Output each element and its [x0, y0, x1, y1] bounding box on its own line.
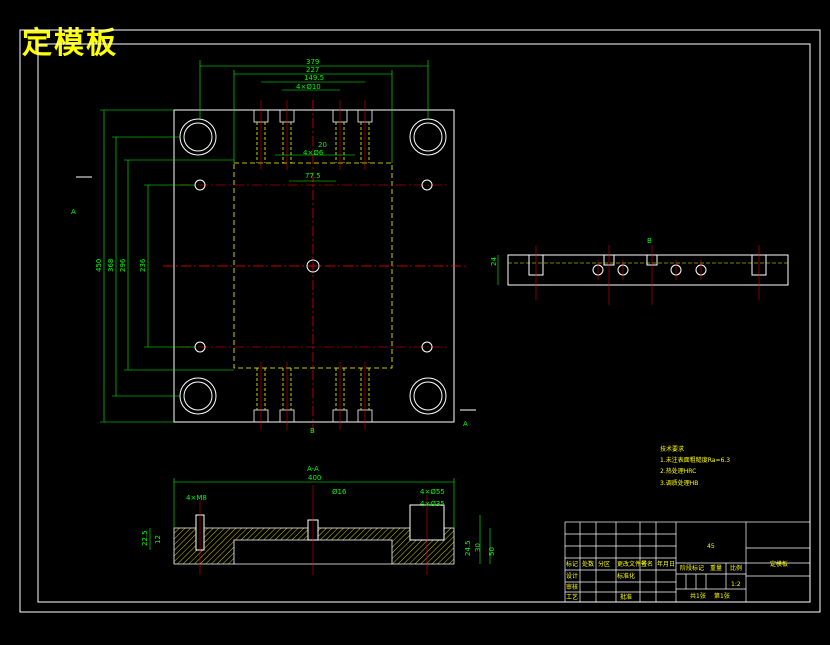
section-mark-b-bottom: B	[310, 427, 315, 435]
dim-149-5: 149.5	[304, 74, 324, 82]
dim-holes-10: 4×Ø10	[296, 83, 321, 91]
tb-label: 阶段标记	[680, 564, 704, 572]
section-mark-a-left: A	[71, 208, 76, 216]
side-view: 24 B	[490, 237, 789, 305]
tb-label: 工艺	[566, 593, 578, 601]
tb-label: 比例	[730, 564, 742, 572]
guide-hole-tl	[179, 118, 217, 156]
tb-label: 标记	[566, 560, 578, 568]
tb-label: 年月日	[657, 560, 675, 568]
technical-notes: 技术要求 1.未注表面粗糙度Ra=6.3 2.热处理HRC 3.调质处理HB	[660, 445, 730, 487]
dim-22-5: 22.5	[141, 530, 149, 546]
dim-24-5: 24.5	[464, 540, 472, 556]
tb-label: 批准	[620, 593, 632, 601]
cooling-bottom	[253, 368, 373, 423]
dim-77-5: 77.5	[305, 172, 321, 180]
titleblock-material: 45	[707, 543, 715, 550]
note-3: 3.调质处理HB	[660, 479, 698, 487]
note-1: 1.未注表面粗糙度Ra=6.3	[660, 456, 730, 464]
note-heading: 技术要求	[660, 445, 684, 453]
guide-hole-br	[409, 377, 447, 415]
sprue-hole	[306, 259, 320, 273]
dim-50: 50	[488, 547, 496, 556]
tb-label: 标准化	[617, 572, 635, 580]
dim-379: 379	[306, 58, 319, 66]
cavity-hidden	[233, 162, 393, 369]
tb-label: 签名	[641, 560, 653, 568]
screw-hole	[421, 341, 433, 353]
dim-4-d55: 4×Ø55	[420, 488, 445, 496]
titleblock-part-name: 定模板	[770, 560, 788, 568]
guide-hole-tr	[409, 118, 447, 156]
tb-label: 重量	[710, 564, 722, 572]
tb-label: 处数	[582, 560, 594, 568]
titleblock-labels: 标记 处数 分区 更改文件号 签名 年月日 设计 标准化 阶段标记 重量 比例 …	[566, 560, 742, 601]
dim-d16: Ø16	[332, 488, 347, 496]
screw-hole	[421, 179, 433, 191]
section-body	[173, 527, 455, 565]
inner-border	[37, 43, 811, 603]
dim-holes-6: 4×Ø6	[303, 149, 324, 157]
dim-296: 296	[119, 258, 127, 272]
note-2: 2.热处理HRC	[660, 467, 696, 475]
dim-20: 20	[318, 141, 327, 149]
dim-236: 236	[139, 258, 147, 272]
dim-side-24: 24	[490, 257, 498, 266]
section-label: A-A	[307, 465, 319, 473]
top-view: 379 227 149.5 4×Ø10 20 4×Ø6 77.5 450 368…	[71, 58, 476, 435]
guide-hole-bl	[179, 377, 217, 415]
titleblock-sheet-no: 第1张	[714, 592, 730, 600]
dim-450: 450	[95, 259, 103, 272]
titleblock-scale: 1:2	[731, 581, 741, 588]
title-block	[564, 521, 811, 603]
section-mark-a-right: A	[463, 420, 468, 428]
left-dimensions	[100, 109, 234, 423]
top-dimensions	[199, 60, 429, 182]
tb-label: 更改文件号	[617, 560, 647, 568]
section-view: A-A 400 Ø16 4×Ø55 4×Ø35 4×M8 22.5 12 24.…	[141, 465, 496, 575]
dim-30: 30	[474, 543, 482, 552]
dim-12: 12	[154, 535, 162, 544]
tb-label: 审核	[566, 583, 578, 591]
tb-label: 分区	[598, 560, 610, 568]
dim-4-d35: 4×Ø35	[420, 500, 445, 508]
tb-label: 设计	[566, 572, 578, 580]
dim-400: 400	[308, 474, 321, 482]
dim-4-m8: 4×M8	[186, 494, 207, 502]
outer-border	[19, 29, 821, 613]
titleblock-sheet-total: 共1张	[690, 592, 706, 600]
dim-227: 227	[306, 66, 319, 74]
section-mark-b-side: B	[647, 237, 652, 245]
dim-368: 368	[107, 259, 115, 272]
